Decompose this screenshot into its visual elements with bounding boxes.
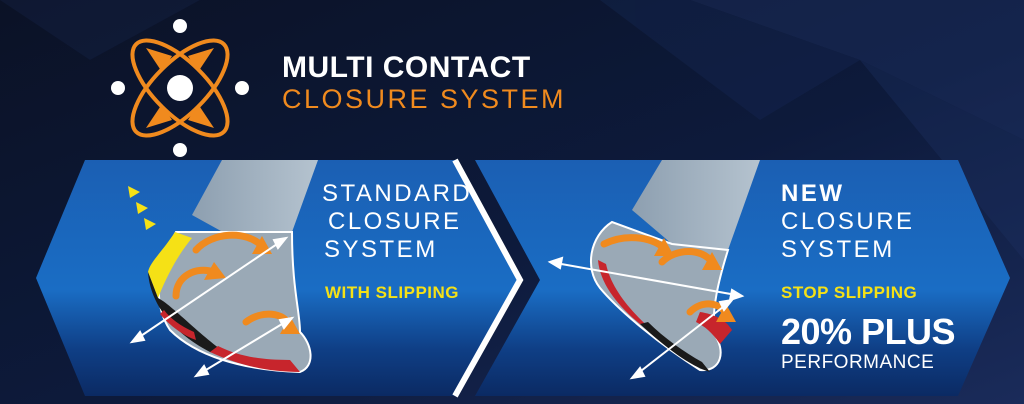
standard-highlight: WITH SLIPPING — [325, 283, 459, 302]
standard-shoe-illustration — [148, 160, 318, 374]
slip-warning-icon — [128, 186, 156, 230]
standard-title-line3: SYSTEM — [324, 236, 438, 263]
arrow-separator-icon — [452, 158, 524, 398]
multi-contact-logo-icon — [111, 19, 249, 157]
new-shoe-illustration — [589, 160, 760, 372]
new-title-line3: SYSTEM — [781, 236, 895, 263]
brand-title-line2: CLOSURE SYSTEM — [282, 84, 567, 114]
standard-title-line1: STANDARD — [322, 180, 473, 207]
brand-title-line1: MULTI CONTACT — [282, 51, 531, 84]
performance-stat: 20% PLUS — [781, 311, 956, 352]
new-title-line1: NEW — [781, 180, 845, 207]
new-highlight: STOP SLIPPING — [781, 283, 918, 302]
brand-title: MULTI CONTACT CLOSURE SYSTEM — [282, 51, 612, 115]
performance-caption: PERFORMANCE — [781, 352, 935, 373]
new-title-line2: CLOSURE — [781, 208, 915, 235]
standard-title-line2: CLOSURE — [328, 208, 462, 235]
